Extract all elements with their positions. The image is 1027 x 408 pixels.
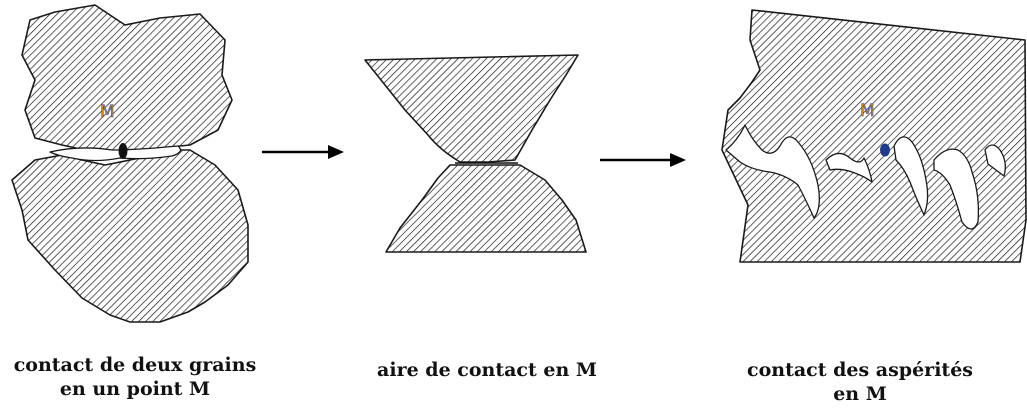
caption-grains-line-2: en un point M [59,378,211,400]
panel-contact-area [364,54,587,253]
asperity-void-5 [984,144,1006,177]
lower-grain [11,149,249,323]
asperity-void-3 [893,136,929,216]
caption-contact-area: aire de contact en M [352,358,622,382]
arrow-1 [262,145,344,159]
caption-grains-line-1: contact de deux grains [13,354,257,376]
rough-block [721,9,1027,263]
asperity-void-1 [725,124,820,219]
caption-grains: contact de deux grains en un point M [0,353,270,401]
lower-block [385,164,587,253]
panel-asperities: M [721,9,1027,263]
contact-point-marker [118,143,128,159]
caption-asperities: contact des aspérités en M [725,358,995,406]
panel-grains: M [11,4,249,323]
caption-contact-area-line-1: aire de contact en M [377,359,597,381]
point-label-m-3: M [860,101,875,121]
asperity-void-4 [933,148,980,230]
caption-asperities-line-1: contact des aspérités [747,359,973,381]
arrow-2 [600,153,686,167]
upper-grain [21,4,233,153]
contact-gap [49,145,182,162]
upper-block [364,54,579,163]
caption-asperities-line-2: en M [833,383,887,405]
point-label-m: M [100,102,115,122]
asperity-void-2 [825,152,873,183]
contact-point-marker-3 [880,143,890,157]
